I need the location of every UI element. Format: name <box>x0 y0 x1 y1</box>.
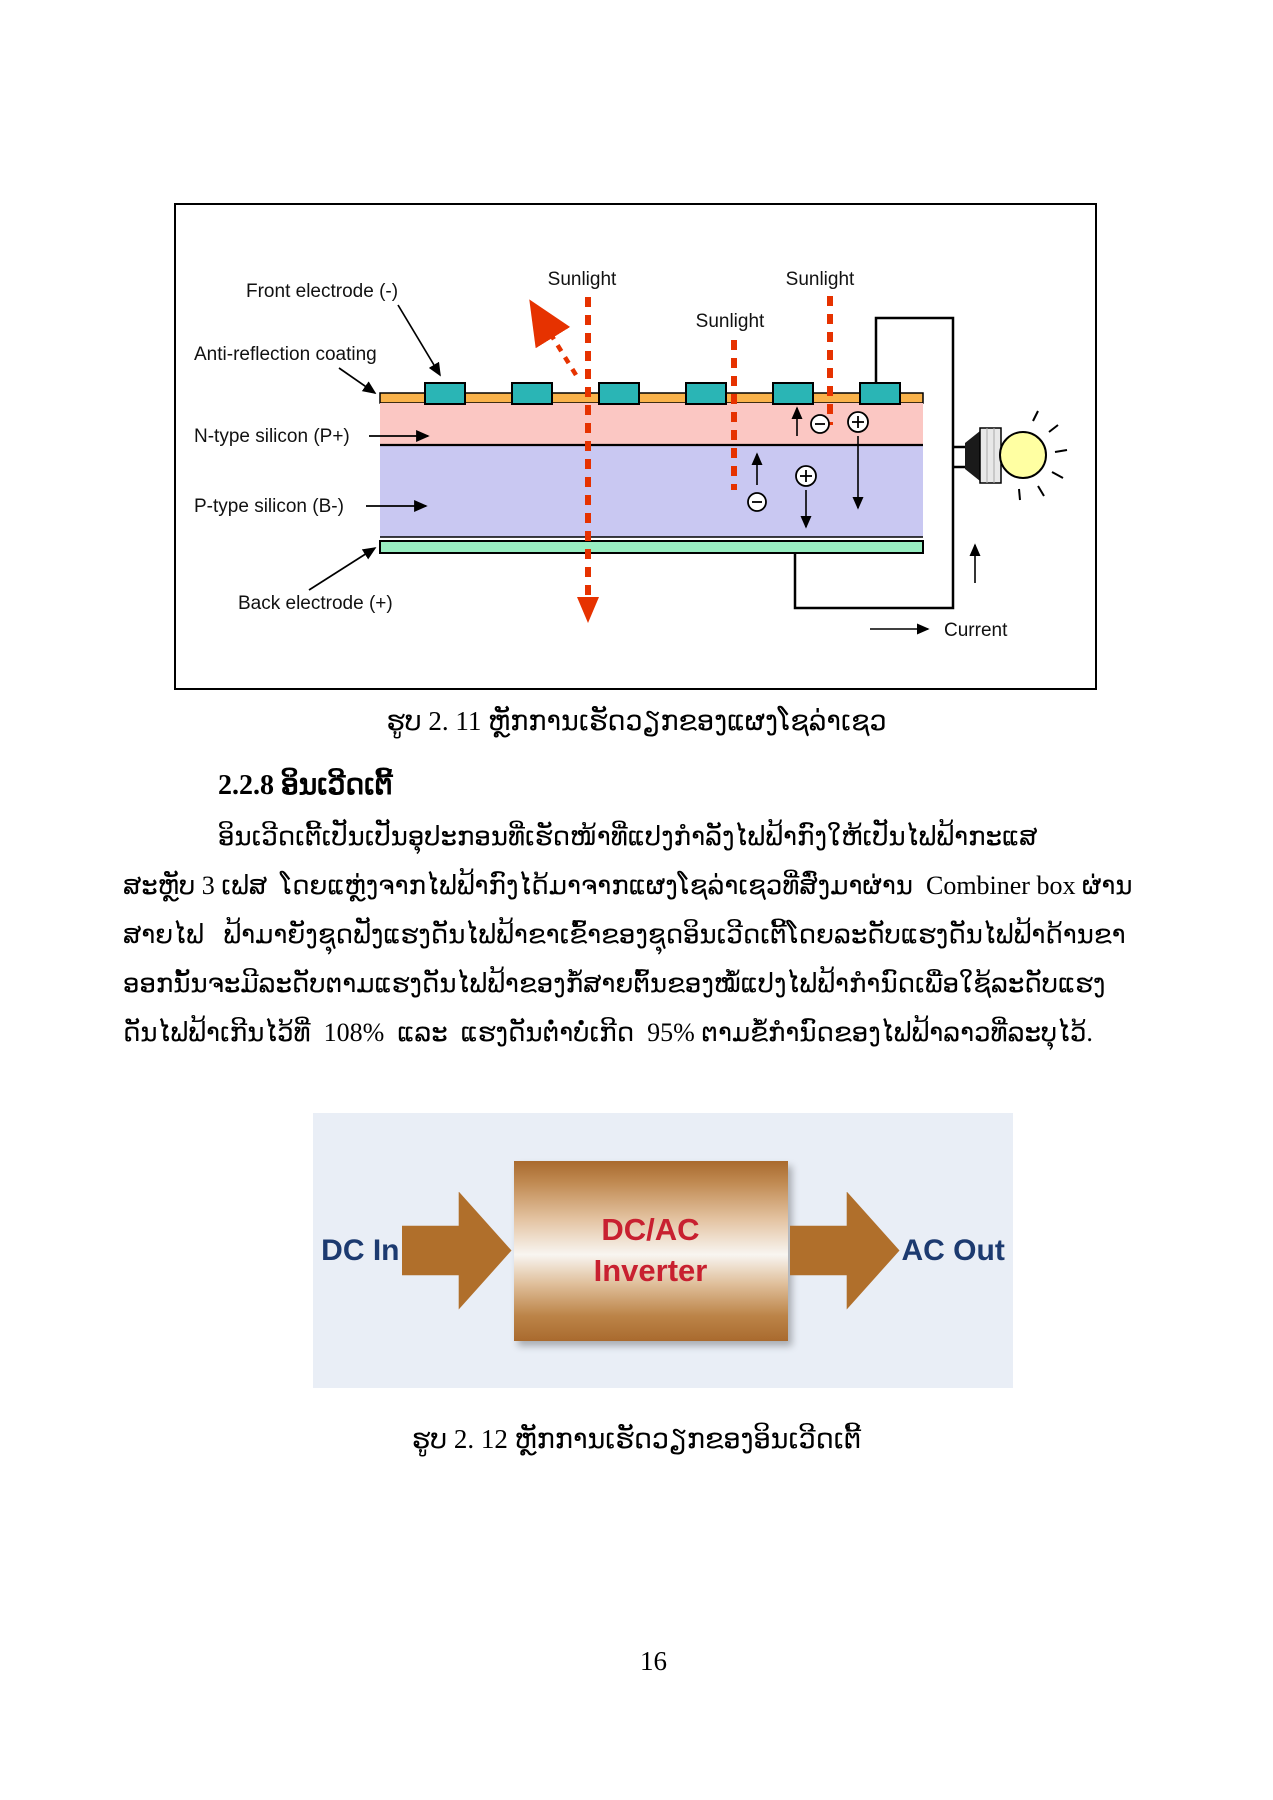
figure1-caption: ຮູບ 2. 11 ຫຼັກການເຮັດວຽກຂອງແຜງໂຊລ່າເຊວ <box>386 706 887 736</box>
page-number: 16 <box>640 1646 667 1676</box>
solar-cell-figure: Front electrode (-) Anti-reflection coat… <box>174 203 1097 690</box>
paragraph-line: ອອກນັ້ນຈະມີລະດັບຕາມແຮງດັນໄຟຟ້າຂອງກໍ້ສາຍຕ… <box>123 969 1106 998</box>
inverter-box: DC/AC Inverter <box>513 1160 788 1341</box>
front-electrode-label: Front electrode (-) <box>246 281 398 302</box>
inverter-box-line1: DC/AC <box>601 1212 700 1248</box>
sunlight-label-2: Sunlight <box>696 311 765 332</box>
paragraph-line: ສາຍໄຟ ຟ້າມາຍັງຊຸດຟັງແຮງດັນໄຟຟ້າຂາເຂົ້າຂອ… <box>123 920 1126 949</box>
front-electrodes <box>424 382 901 405</box>
n-type-label: N-type silicon (P+) <box>194 426 350 447</box>
sunlight-beams <box>529 296 833 599</box>
n-type-layer <box>380 403 923 445</box>
inverter-box-line2: Inverter <box>593 1252 708 1288</box>
sunlight-arrowhead <box>577 597 599 623</box>
section-heading: 2.2.8 ອິນເວີດເຕີ້ <box>218 770 393 801</box>
paragraph-line: ສະຫຼັບ 3 ເຟສ ໂດຍແຫຼ່ງຈາກໄຟຟ້າກົງໄດ້ມາຈາກ… <box>123 871 1133 900</box>
p-type-layer <box>380 445 923 537</box>
bulb-rays <box>1018 410 1068 501</box>
ac-out-label: AC Out <box>901 1233 1005 1267</box>
light-bulb <box>965 410 1068 501</box>
back-electrode-label: Back electrode (+) <box>238 593 393 614</box>
inverter-figure: DC In DC/AC Inverter AC Out <box>313 1113 1013 1388</box>
circuit-wires <box>793 316 966 610</box>
solar-cell-diagram: Front electrode (-) Anti-reflection coat… <box>194 269 1068 641</box>
sunlight-label-3: Sunlight <box>786 269 855 290</box>
dc-in-label: DC In <box>321 1233 400 1267</box>
back-electrode-layer <box>379 540 924 554</box>
figure2-caption: ຮູບ 2. 12 ຫຼັກການເຮັດວຽກຂອງອິນເວີດເຕີ້ <box>411 1424 862 1454</box>
right-arrow-icon <box>789 1191 900 1310</box>
paragraph-line: ດັນໄຟຟ້າເກີນໄວ້ທີ່ 108% ແລະ ແຮງດັນຕ່ຳບໍ່… <box>123 1018 1093 1047</box>
label-pointer-arrows <box>308 304 441 591</box>
current-label: Current <box>944 620 1008 641</box>
p-type-label: P-type silicon (B-) <box>194 496 344 517</box>
paragraph-line: ອິນເວີດເຕີ້ເປັນເປັນອຸປະກອນທີ່ເຮັດໜ້າທີ່ແ… <box>218 822 1038 851</box>
sunlight-label-1: Sunlight <box>548 269 617 290</box>
inverter-diagram: DC In DC/AC Inverter AC Out <box>321 1160 1005 1341</box>
body-paragraph: ອິນເວີດເຕີ້ເປັນເປັນອຸປະກອນທີ່ເຮັດໜ້າທີ່ແ… <box>123 812 1168 1057</box>
anti-reflection-label: Anti-reflection coating <box>194 344 377 365</box>
charge-carriers <box>747 406 869 529</box>
right-arrow-icon <box>401 1191 512 1310</box>
